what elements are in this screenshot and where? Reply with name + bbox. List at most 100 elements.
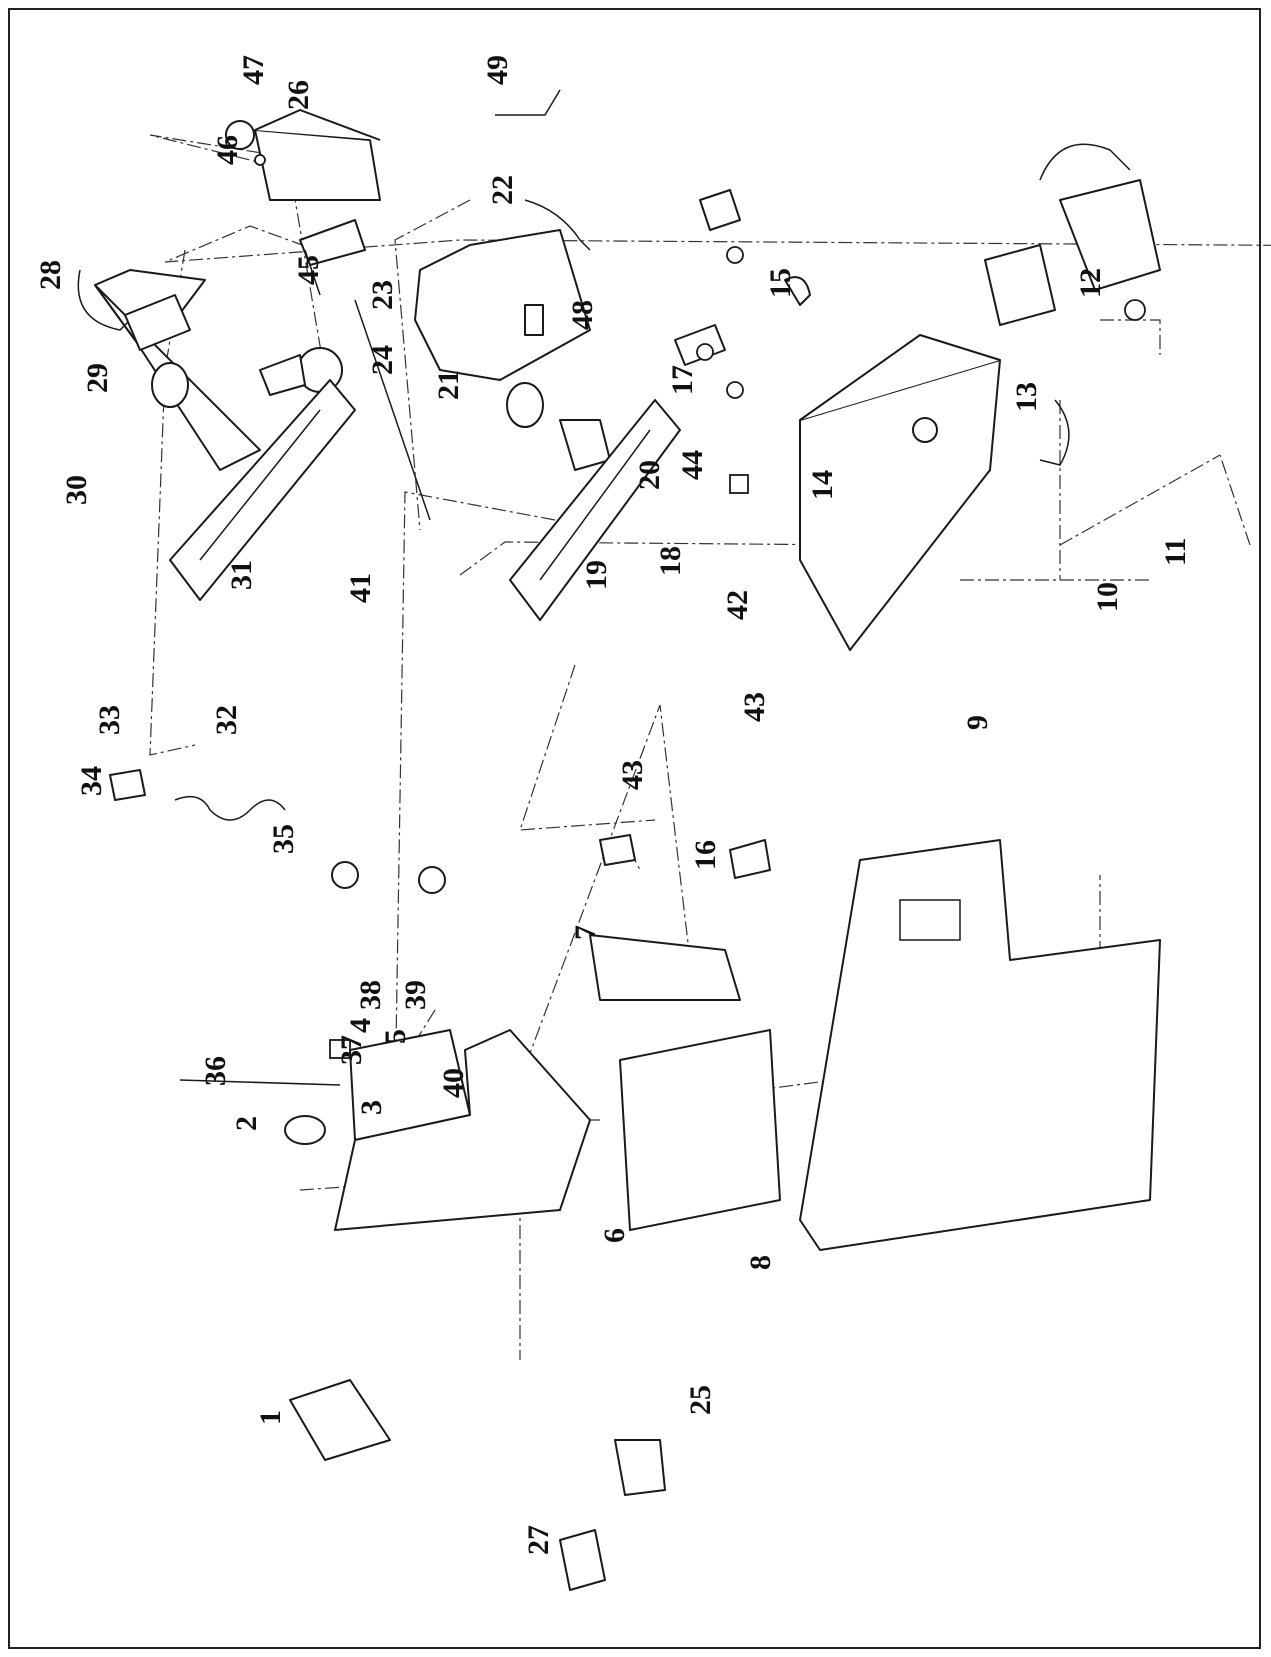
part-2-shape — [284, 1115, 326, 1145]
callout-31: 31 — [225, 560, 258, 590]
part-43-left-shape — [696, 343, 714, 361]
callout-23: 23 — [366, 280, 399, 310]
callout-40: 40 — [437, 1068, 470, 1098]
callout-13: 13 — [1010, 382, 1043, 412]
part-1-shape — [289, 1379, 391, 1461]
callout-30: 30 — [60, 475, 93, 505]
part-8-slot — [899, 899, 961, 941]
callout-32: 32 — [210, 705, 243, 735]
part-32-shape — [169, 379, 356, 601]
part-14-face — [799, 334, 1001, 421]
callout-45: 45 — [292, 255, 325, 285]
part-13-shape — [1039, 399, 1070, 466]
part-shapes — [77, 89, 1161, 1591]
part-9-shape — [984, 244, 1056, 326]
part-46-shape — [254, 154, 266, 166]
callout-labels: 1 2 3 4 5 6 7 8 9 10 11 12 13 14 15 16 1… — [34, 55, 1192, 1555]
part-15-shape — [784, 276, 811, 306]
part-41-shape — [354, 299, 431, 521]
part-19-shape — [509, 399, 681, 621]
part-43-right-shape — [726, 381, 744, 399]
part-14-shape — [799, 359, 1001, 651]
part-35-shape — [174, 795, 286, 821]
part-33-lower-shape — [506, 382, 544, 428]
part-31-shape — [259, 354, 306, 396]
part-29-shape — [124, 294, 191, 351]
part-45-shape — [304, 249, 321, 296]
callout-1: 1 — [254, 1410, 287, 1425]
callout-18: 18 — [654, 546, 687, 576]
part-44-shape — [729, 474, 749, 494]
callout-17: 17 — [666, 365, 699, 395]
part-6-shape — [619, 1029, 781, 1231]
part-4-shape — [331, 861, 359, 889]
part-7-shape — [589, 934, 741, 1001]
callout-43-left: 43 — [616, 760, 649, 790]
part-27-shape — [559, 1529, 606, 1591]
callout-39: 39 — [399, 980, 432, 1010]
callout-26: 26 — [282, 80, 315, 110]
part-36-shape — [179, 1079, 341, 1086]
part-34-upper-shape — [109, 769, 146, 801]
callout-22: 22 — [486, 175, 519, 205]
callout-15: 15 — [764, 268, 797, 298]
callout-16: 16 — [689, 840, 722, 870]
part-18-shape — [699, 189, 741, 231]
part-14-hub — [912, 417, 938, 443]
callout-48: 48 — [566, 300, 599, 330]
callout-34-upper: 34 — [75, 766, 108, 796]
part-3-casting — [334, 1029, 591, 1231]
callout-14: 14 — [806, 470, 839, 500]
callout-47: 47 — [237, 55, 270, 85]
callout-49: 49 — [481, 55, 514, 85]
callout-11: 11 — [1159, 538, 1192, 566]
callout-12: 12 — [1074, 268, 1107, 298]
callout-43-right: 43 — [738, 692, 771, 722]
part-48-shape — [524, 304, 544, 336]
callout-38: 38 — [354, 980, 387, 1010]
part-32-slot — [199, 409, 321, 561]
part-19-slot — [539, 429, 651, 581]
part-16-shape — [729, 839, 771, 879]
part-28-shape — [77, 269, 141, 331]
part-20-shape — [559, 419, 611, 471]
callout-27: 27 — [522, 1525, 555, 1555]
callout-46: 46 — [211, 135, 244, 165]
callout-29: 29 — [81, 363, 114, 393]
callout-4: 4 — [344, 1018, 377, 1033]
part-10-shape — [1059, 179, 1161, 291]
part-22-shape — [524, 199, 591, 251]
part-8-shape — [799, 839, 1161, 1251]
part-26-shape — [254, 129, 381, 201]
callout-5: 5 — [379, 1029, 412, 1044]
callout-42: 42 — [721, 590, 754, 620]
callout-8: 8 — [744, 1255, 777, 1270]
callout-33-upper: 33 — [93, 705, 126, 735]
drawing-frame — [8, 8, 1261, 1649]
callout-7: 7 — [569, 925, 602, 940]
part-34-lower-shape — [599, 834, 636, 866]
callout-10: 10 — [1091, 582, 1124, 612]
callout-9: 9 — [961, 715, 994, 730]
part-26-top — [254, 109, 381, 141]
part-49-shape — [495, 89, 561, 116]
callout-37: 37 — [335, 1035, 368, 1065]
part-25-shape — [614, 1439, 666, 1496]
part-47-shape — [225, 120, 255, 150]
callout-6: 6 — [598, 1228, 631, 1243]
part-11-shape — [1039, 143, 1131, 181]
callout-24: 24 — [366, 345, 399, 375]
part-5-shape — [418, 866, 446, 894]
callout-2: 2 — [230, 1116, 263, 1131]
callout-44: 44 — [676, 450, 709, 480]
part-12-shape — [1124, 299, 1146, 321]
part-33-upper-shape — [151, 362, 189, 408]
callout-20: 20 — [633, 460, 666, 490]
callout-41: 41 — [344, 573, 377, 603]
callout-19: 19 — [580, 560, 613, 590]
callout-36: 36 — [199, 1056, 232, 1086]
callout-21: 21 — [432, 370, 465, 400]
callout-28: 28 — [34, 260, 67, 290]
